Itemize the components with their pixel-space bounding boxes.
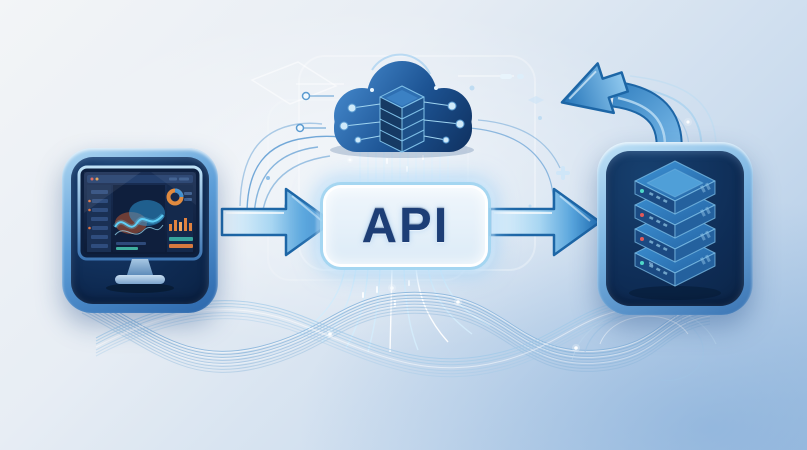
monitor-dashboard-graphic: [77, 165, 203, 293]
sparkle-dots: [326, 118, 692, 352]
bar-chart: [169, 218, 192, 231]
stream-cloud-to-api: [359, 150, 449, 182]
database-stack-icon: [597, 142, 753, 315]
circuit-traces-left: [239, 61, 341, 231]
api-label: API: [361, 198, 450, 253]
dashboard-stats-panel: [166, 185, 193, 252]
server-slits: [648, 192, 668, 276]
monitor-dashboard-icon: [62, 148, 218, 313]
dashboard-wave-chart: [112, 185, 165, 252]
response-arrow-icon: [488, 187, 602, 257]
database-stack-graphic: [629, 160, 721, 300]
monitor-stand: [127, 259, 153, 275]
server-vents: [700, 182, 711, 265]
dashboard-sidebar: [87, 185, 111, 252]
api-box: API: [323, 185, 488, 267]
network-nodes: [339, 86, 465, 144]
cloud-server-icon: [330, 53, 474, 158]
request-arrow-icon: [220, 187, 334, 257]
database-tile-screen: [606, 151, 744, 306]
monitor-tile-screen: [71, 157, 209, 304]
server-slabs: [634, 160, 716, 287]
server-tower-graphic: [379, 85, 425, 153]
stream-api-down: [297, 267, 491, 353]
browser-topbar: [87, 175, 193, 183]
